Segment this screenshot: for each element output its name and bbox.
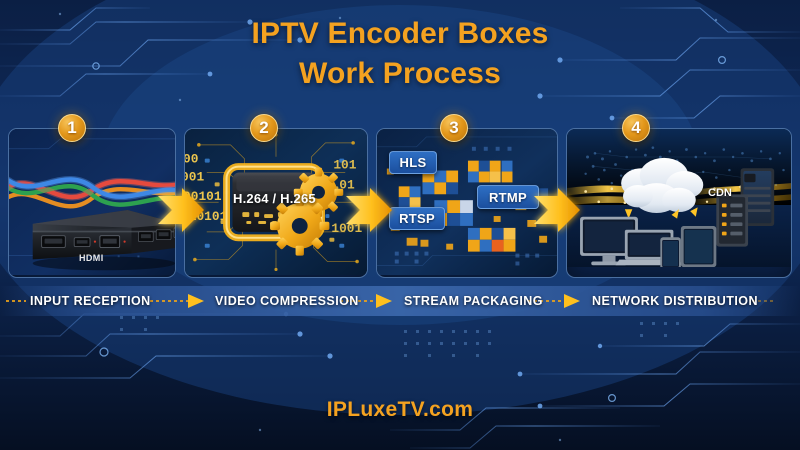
process-steps-row: HDMI — [8, 128, 792, 278]
step-labels: INPUT RECEPTION VIDEO COMPRESSION STREAM… — [0, 286, 800, 316]
step-label-network-distribution: NETWORK DISTRIBUTION — [592, 294, 758, 308]
svg-text:1001: 1001 — [331, 221, 362, 236]
encoder-box-illustration — [9, 129, 175, 276]
brand-footer: IPLuxeTV.com — [326, 398, 474, 421]
cdn-server-label: CDN — [708, 187, 732, 199]
step-number-badge-4: 4 — [622, 114, 650, 142]
step-panel-network-distribution[interactable]: CDN — [566, 128, 792, 278]
step-panel-video-compression[interactable]: 00 001 00101 010101 101 01 1001 — [184, 128, 368, 278]
step-label-input-reception: INPUT RECEPTION — [30, 294, 151, 308]
svg-text:001: 001 — [185, 169, 204, 184]
step-label-connector-arrows — [6, 294, 776, 308]
hdmi-port-label: HDMI — [79, 253, 104, 263]
step-number-badge-2: 2 — [250, 114, 278, 142]
cloud-distribution-illustration — [567, 129, 791, 268]
svg-text:010101: 010101 — [185, 209, 228, 224]
step-number-badge-1: 1 — [58, 114, 86, 142]
step-label-strip-background — [0, 286, 800, 316]
step-panel-input-reception[interactable]: HDMI — [8, 128, 176, 278]
step-label-video-compression: VIDEO COMPRESSION — [215, 294, 359, 308]
title-line-2: Work Process — [299, 56, 501, 90]
protocol-badge-rtsp[interactable]: RTSP — [389, 207, 445, 230]
svg-text:00: 00 — [185, 152, 198, 167]
step-number-badge-3: 3 — [440, 114, 468, 142]
svg-text:101: 101 — [333, 158, 356, 173]
title-line-1: IPTV Encoder Boxes — [251, 17, 549, 50]
page-title: IPTV Encoder Boxes Work Process — [0, 14, 800, 94]
protocol-badge-hls[interactable]: HLS — [389, 151, 437, 174]
protocol-badge-rtmp[interactable]: RTMP — [477, 185, 539, 209]
step-panel-stream-packaging[interactable]: HLS RTSP RTMP — [376, 128, 558, 278]
codec-chip-label: H.264 / H.265 — [233, 191, 316, 206]
step-label-stream-packaging: STREAM PACKAGING — [404, 294, 543, 308]
encoder-chip-illustration: 00 001 00101 010101 101 01 1001 — [185, 129, 367, 276]
svg-text:00101: 00101 — [185, 189, 222, 204]
